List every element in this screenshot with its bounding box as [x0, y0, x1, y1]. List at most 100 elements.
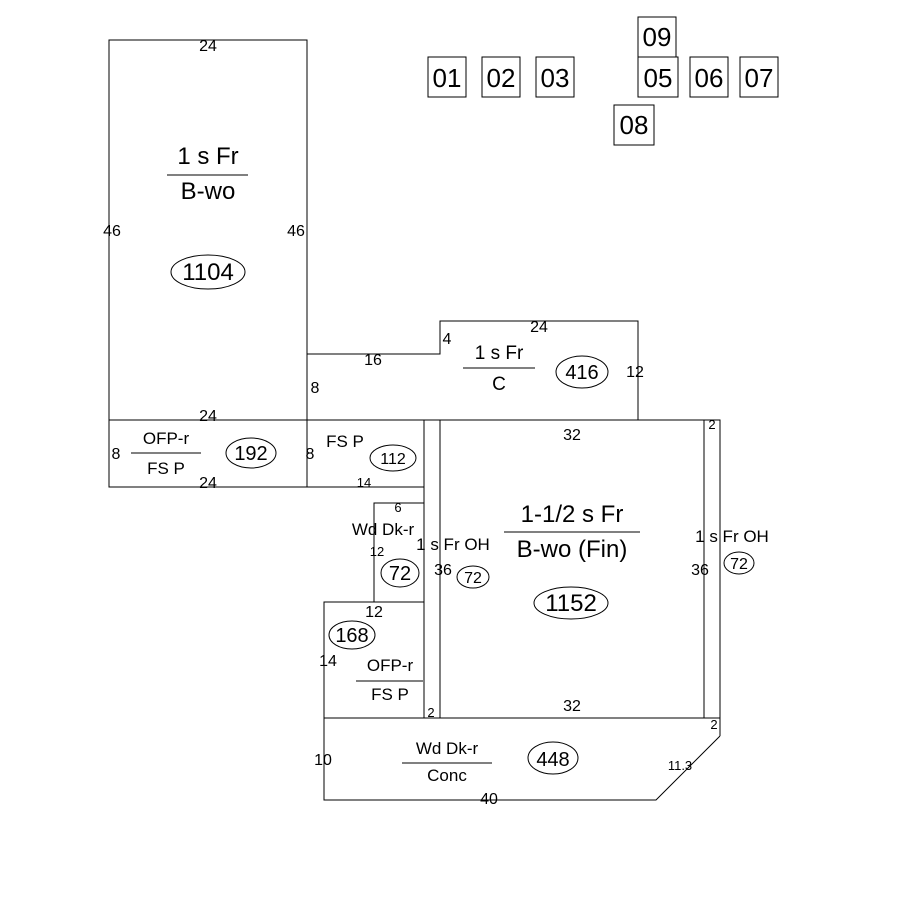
- upper-right-story: 1 s Fr: [475, 343, 524, 364]
- ofp-lower-basement: FS P: [371, 685, 409, 704]
- page-tag-06[interactable]: 06: [689, 56, 729, 98]
- main-lower-sqft: 1152: [545, 590, 597, 617]
- dim-main-lower-right: 36: [691, 562, 709, 579]
- page-tag-01-label: 01: [433, 63, 462, 93]
- dim-wd-dk-top: 6: [394, 500, 401, 515]
- page-tag-02[interactable]: 02: [481, 56, 521, 98]
- ofp-upper-sqft: 192: [234, 443, 267, 465]
- dim-main-lower-bottom: 32: [563, 698, 581, 715]
- oh-right-sqft: 72: [730, 556, 748, 573]
- wd-dk-bottom-story: Wd Dk-r: [416, 739, 479, 758]
- dim-ofp-bottom: 24: [199, 475, 217, 492]
- fsp-story: FS P: [326, 432, 364, 451]
- page-tag-07[interactable]: 07: [739, 56, 779, 98]
- dim-upper-right-right: 12: [626, 364, 644, 381]
- wd-dk-left-story: Wd Dk-r: [352, 520, 415, 539]
- oh-left-area-ellipse: [456, 565, 490, 589]
- area-main-lower[interactable]: 1-1/2 s Fr B-wo (Fin) 1152: [504, 501, 640, 620]
- dim-upper-right-left: 8: [311, 380, 320, 397]
- wd-dk-bottom-perimeter: [323, 718, 721, 801]
- sketch-outlines: [108, 39, 721, 801]
- area-ofp-upper[interactable]: OFP-r FS P 192: [131, 429, 277, 478]
- dim-main-upper-bottom: 24: [199, 408, 217, 425]
- area-wd-dk-bottom[interactable]: Wd Dk-r Conc 448: [402, 739, 579, 785]
- main-lower-basement: B-wo (Fin): [517, 536, 628, 563]
- fsp-sqft: 112: [380, 451, 406, 468]
- page-tag-02-label: 02: [487, 63, 516, 93]
- fsp-area-ellipse: [369, 444, 417, 472]
- page-tag-03[interactable]: 03: [535, 56, 575, 98]
- area-oh-left[interactable]: 1 s Fr OH 72: [416, 535, 490, 589]
- area-fsp[interactable]: FS P 112: [326, 432, 417, 472]
- area-main-upper[interactable]: 1 s Fr B-wo 1104: [167, 143, 248, 290]
- oh-left-sqft: 72: [464, 570, 482, 587]
- dim-bottom-bottom: 40: [480, 791, 498, 808]
- dim-step-rise: 4: [443, 331, 452, 348]
- wd-dk-bottom-basement: Conc: [427, 766, 467, 785]
- page-tag-07-label: 07: [745, 63, 774, 93]
- dim-main-lower-left: 36: [434, 562, 452, 579]
- area-wd-dk-left[interactable]: Wd Dk-r 72: [352, 520, 420, 588]
- wd-dk-left-outline: [373, 502, 424, 602]
- dim-ofp-right: 8: [306, 446, 315, 463]
- upper-right-outline: [307, 320, 639, 420]
- wd-dk-left-area-ellipse: [380, 558, 420, 588]
- ofp-lower-story: OFP-r: [367, 656, 414, 675]
- dimension-labels: 24 46 46 24 16 4 24 12 8 8 8 24 14 32 32…: [103, 38, 718, 808]
- dim-wd-dk-side: 12: [370, 544, 384, 559]
- area-oh-right[interactable]: 1 s Fr OH 72: [695, 527, 769, 575]
- main-upper-basement: B-wo: [181, 178, 236, 205]
- wd-dk-left-sqft: 72: [389, 563, 411, 585]
- page-tag-03-label: 03: [541, 63, 570, 93]
- oh-right-story: 1 s Fr OH: [695, 527, 769, 546]
- oh-right-outline: [704, 419, 721, 736]
- ofp-upper-outline: [108, 419, 308, 488]
- wd-dk-bottom-area-ellipse: [527, 741, 579, 775]
- dim-main-upper-right: 46: [287, 223, 305, 240]
- upper-right-sqft: 416: [565, 362, 598, 384]
- upper-right-basement: C: [492, 374, 506, 395]
- dim-bottom-diag: 11.3: [668, 758, 692, 773]
- page-tag-06-label: 06: [695, 63, 724, 93]
- dim-ofp-lower-top: 12: [365, 604, 383, 621]
- area-upper-right[interactable]: 1 s Fr C 416: [463, 343, 609, 395]
- ofp-lower-area-ellipse: [328, 620, 376, 650]
- wd-dk-bottom-sqft: 448: [536, 749, 569, 771]
- dim-main-lower-top: 32: [563, 427, 581, 444]
- dim-main-upper-top: 24: [199, 38, 217, 55]
- main-lower-outline: [439, 419, 705, 719]
- page-tag-05-label: 05: [644, 63, 673, 93]
- dim-oh-left-bottom: 2: [427, 705, 434, 720]
- main-upper-sqft: 1104: [182, 259, 234, 286]
- ofp-upper-basement: FS P: [147, 459, 185, 478]
- dim-oh-right-bottom: 2: [710, 717, 717, 732]
- main-lower-area-ellipse: [533, 586, 609, 620]
- ofp-lower-sqft: 168: [335, 625, 368, 647]
- ofp-lower-outline: [323, 601, 424, 718]
- page-tag-08[interactable]: 08: [613, 104, 655, 146]
- main-lower-story: 1-1/2 s Fr: [521, 501, 624, 528]
- ofp-upper-story: OFP-r: [143, 429, 190, 448]
- dim-ofp-left: 8: [112, 446, 121, 463]
- dim-main-upper-left: 46: [103, 223, 121, 240]
- page-tag-09[interactable]: 09: [637, 16, 677, 58]
- dim-fsp-bottom: 14: [357, 475, 371, 490]
- dim-ofp-lower-left: 14: [319, 653, 337, 670]
- ofp-upper-area-ellipse: [225, 437, 277, 469]
- area-ofp-lower[interactable]: 168 OFP-r FS P: [328, 620, 423, 704]
- page-tag-08-label: 08: [620, 110, 649, 140]
- page-tags: 01 02 03 09 05 06 07 08: [427, 16, 779, 146]
- dim-upper-right-top: 24: [530, 319, 548, 336]
- dim-bottom-left: 10: [314, 752, 332, 769]
- main-upper-area-ellipse: [170, 254, 246, 290]
- page-tag-01[interactable]: 01: [427, 56, 467, 98]
- page-tag-09-label: 09: [643, 22, 672, 52]
- dim-oh-right-top: 2: [708, 417, 715, 432]
- oh-right-area-ellipse: [723, 551, 755, 575]
- oh-left-story: 1 s Fr OH: [416, 535, 490, 554]
- main-upper-outline: [108, 39, 308, 421]
- main-upper-story: 1 s Fr: [177, 143, 238, 170]
- dim-step-run: 16: [364, 352, 382, 369]
- page-tag-05[interactable]: 05: [637, 56, 679, 98]
